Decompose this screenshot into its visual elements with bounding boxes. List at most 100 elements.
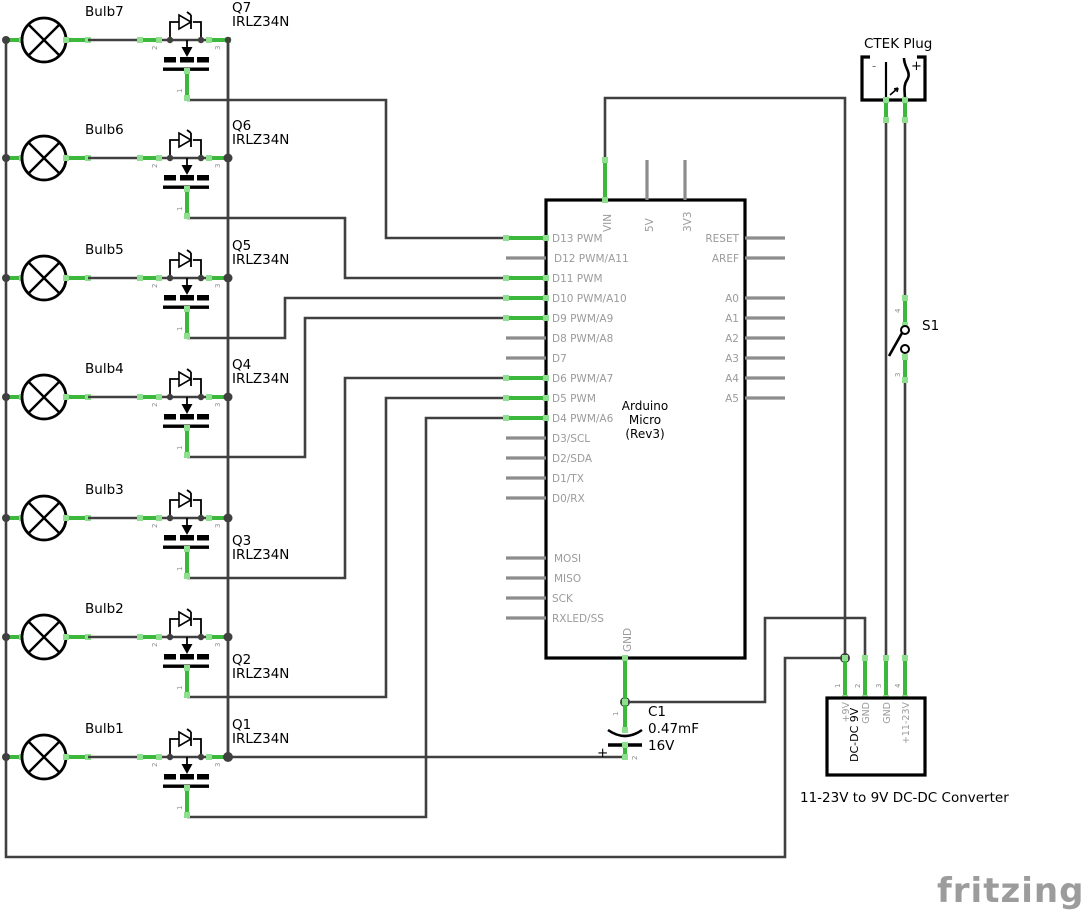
ctek-plug-curve xyxy=(902,57,910,101)
row-bulb2: Bulb2 Q2 IRLZ34N xyxy=(2,601,289,695)
bulb-mosfet-rows: Bulb7 Q7 IRLZ34N Bulb6 Q6 IRLZ34N Bulb5 … xyxy=(2,0,289,815)
pin-d4: D4 PWM/A6 xyxy=(552,413,614,425)
mosfet-ref: Q7 xyxy=(232,0,251,16)
wire-q4-d9 xyxy=(187,316,506,459)
dcdc-pin4-number: 4 xyxy=(894,683,902,688)
pin-a0: A0 xyxy=(725,293,739,305)
power-net-wires xyxy=(4,40,907,859)
dcdc-pin2-label: GND xyxy=(861,702,872,724)
cap-plus-sign: + xyxy=(597,745,608,761)
ctek-label: CTEK Plug xyxy=(864,36,932,52)
pin-a3: A3 xyxy=(725,353,739,365)
pin-a2: A2 xyxy=(725,333,739,345)
pin-d1: D1/TX xyxy=(552,473,584,485)
ctek-arrow-icon xyxy=(889,87,899,96)
pin-a4: A4 xyxy=(725,373,739,385)
pin-rxled: RXLED/SS xyxy=(552,613,604,625)
pin-mosi: MOSI xyxy=(554,553,581,565)
dcdc-converter: 1 2 3 4 +9V GND GND +11-23V DC-DC 9V 11-… xyxy=(800,655,1009,806)
row-bulb4: Bulb4 Q4 IRLZ34N xyxy=(2,357,289,455)
arduino-left-pin-labels: D13 PWM D12 PWM/A11 D11 PWM D10 PWM/A10 … xyxy=(552,233,629,625)
dcdc-pin1-number: 1 xyxy=(834,684,842,688)
gate-wires xyxy=(187,98,506,819)
switch-pin4-label: 4 xyxy=(894,308,902,313)
cap-pin2-label: 2 xyxy=(631,756,639,760)
cap-value: 0.47mF xyxy=(648,721,699,737)
wire-q1-d4 xyxy=(187,416,506,819)
wire-9v-to-bulb-rail xyxy=(4,40,845,859)
fritzing-logo: fritzing xyxy=(937,871,1084,911)
mosfet-ref: Q2 xyxy=(232,652,251,668)
dcdc-inner-label: DC-DC 9V xyxy=(848,707,861,762)
row-bulb3: Bulb3 Q3 IRLZ34N xyxy=(2,482,289,576)
pin-gnd: GND xyxy=(622,628,634,652)
ctek-plus-sign: + xyxy=(911,59,922,74)
mosfet-part: IRLZ34N xyxy=(232,731,289,747)
wire-q2-d5 xyxy=(187,396,506,699)
arduino-micro: VIN 5V 3V3 GND D13 P xyxy=(503,157,785,705)
wire-q5-d10 xyxy=(187,296,506,340)
arduino-title-2: Micro xyxy=(629,413,661,427)
bulb-label: Bulb5 xyxy=(85,242,124,258)
cap-pin1-label: 1 xyxy=(612,712,620,716)
mosfet-part: IRLZ34N xyxy=(232,132,289,148)
mosfet-part: IRLZ34N xyxy=(232,371,289,387)
wire-q7-d13 xyxy=(187,98,506,240)
ctek-plug: CTEK Plug - + xyxy=(860,36,932,123)
bulb-label: Bulb3 xyxy=(85,482,124,498)
mosfet-part: IRLZ34N xyxy=(232,252,289,268)
cap-voltage: 16V xyxy=(648,738,675,754)
pin-d3: D3/SCL xyxy=(552,433,590,445)
switch-lever xyxy=(887,332,904,357)
dcdc-pin2-number: 2 xyxy=(854,684,862,688)
mosfet-ref: Q5 xyxy=(232,238,251,254)
pin-sck: SCK xyxy=(552,593,574,605)
dcdc-caption: 11-23V to 9V DC-DC Converter xyxy=(800,790,1009,806)
mosfet-part: IRLZ34N xyxy=(232,666,289,682)
switch-label: S1 xyxy=(922,318,939,334)
capacitor-c1: + 1 2 C1 0.47mF 16V xyxy=(597,699,699,761)
dcdc-pin4-label: +11-23V xyxy=(901,702,912,745)
pin-3v3: 3V3 xyxy=(682,211,694,232)
pin-d0: D0/RX xyxy=(552,493,585,505)
dcdc-pin3-label: GND xyxy=(882,702,893,724)
pin-d10: D10 PWM/A10 xyxy=(552,293,627,305)
row-bulb7: Bulb7 Q7 IRLZ34N xyxy=(2,0,289,98)
arduino-right-pin-labels: RESET AREF A0 A1 A2 A3 A4 A5 xyxy=(705,233,739,405)
mosfet-ref: Q6 xyxy=(232,118,251,134)
pin-d12: D12 PWM/A11 xyxy=(554,253,629,265)
cap-ref: C1 xyxy=(648,704,666,720)
pin-d6: D6 PWM/A7 xyxy=(552,373,613,385)
mosfet-ref: Q3 xyxy=(232,533,251,549)
pin-5v: 5V xyxy=(644,217,656,232)
row-bulb1: Bulb1 Q1 IRLZ34N xyxy=(2,717,289,815)
pin-d9: D9 PWM/A9 xyxy=(552,313,613,325)
switch-s1: 4 3 S1 xyxy=(887,295,939,383)
mosfet-part: IRLZ34N xyxy=(232,14,289,30)
switch-pin3-label: 3 xyxy=(894,373,902,377)
pin-d7: D7 xyxy=(552,353,567,365)
wire-q3-d6 xyxy=(187,376,506,580)
bulb-label: Bulb1 xyxy=(85,721,124,737)
arduino-title-3: (Rev3) xyxy=(625,427,664,441)
bulb-label: Bulb7 xyxy=(85,4,124,20)
wire-q6-d11 xyxy=(187,216,506,280)
bulb-label: Bulb2 xyxy=(85,601,124,617)
dcdc-pin3-number: 3 xyxy=(875,684,883,688)
pin-d2: D2/SDA xyxy=(552,453,593,465)
bulb-label: Bulb4 xyxy=(85,361,124,377)
arduino-right-pin-stubs xyxy=(745,236,785,400)
pin-d8: D8 PWM/A8 xyxy=(552,333,613,345)
ctek-outline xyxy=(860,55,927,102)
pin-d5: D5 PWM xyxy=(552,393,596,405)
pin-d13: D13 PWM xyxy=(552,233,603,245)
arduino-left-pin-stubs xyxy=(503,235,549,620)
dcdc-pin1-label: +9V xyxy=(841,702,852,723)
pin-miso: MISO xyxy=(554,573,581,585)
pin-a5: A5 xyxy=(725,393,739,405)
mosfet-ref: Q4 xyxy=(232,357,251,373)
pin-aref: AREF xyxy=(712,253,739,265)
row-bulb5: Bulb5 Q5 IRLZ34N xyxy=(2,238,289,336)
